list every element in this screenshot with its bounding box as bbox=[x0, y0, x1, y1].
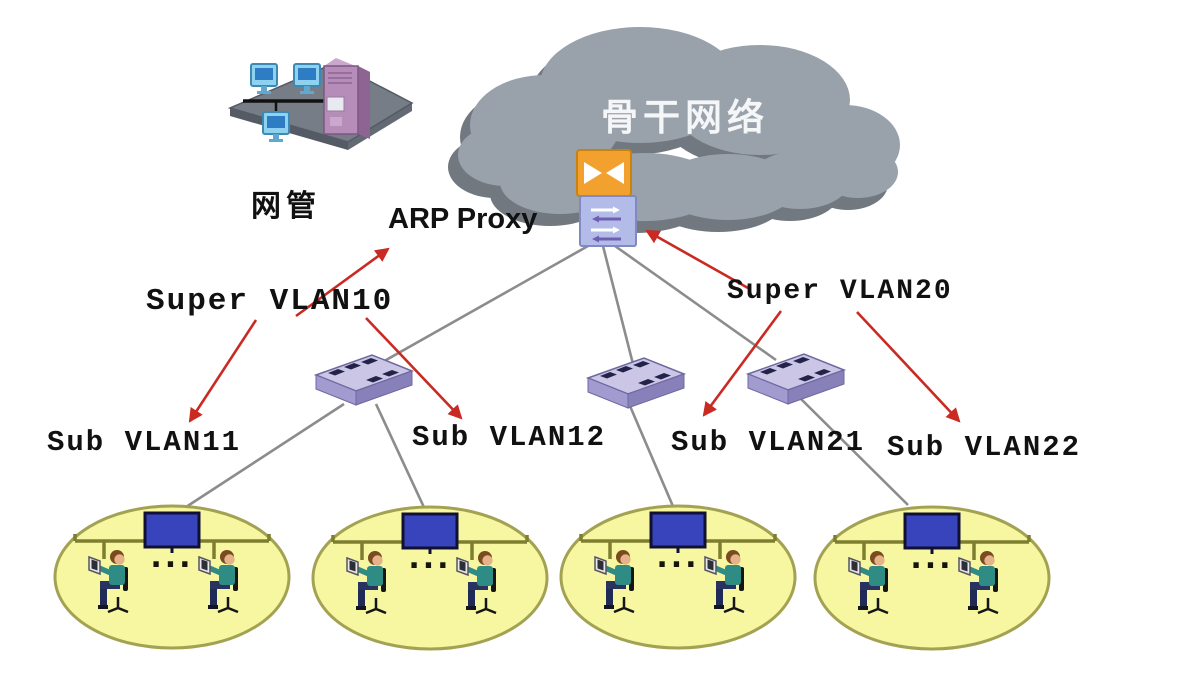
switch-glyphs bbox=[591, 206, 621, 243]
lan1-ellipsis: ... bbox=[150, 540, 194, 575]
link-switch2-lan3 bbox=[628, 405, 680, 519]
lan4-ellipsis: ... bbox=[910, 541, 954, 576]
arrow-sv20-to-router bbox=[645, 229, 749, 290]
lan3-ellipsis: ... bbox=[656, 540, 700, 575]
switch-1 bbox=[315, 354, 413, 406]
sub-vlan11-label: Sub VLAN11 bbox=[47, 426, 242, 459]
lan-segment-3 bbox=[561, 506, 795, 648]
sub-vlan12-label: Sub VLAN12 bbox=[412, 421, 607, 454]
platform-edge-right bbox=[348, 103, 412, 150]
arrow-sv10-to-arp-proxy bbox=[295, 247, 390, 318]
arrow-sv10-to-sub12 bbox=[365, 317, 463, 420]
vlan-annotation-arrows bbox=[188, 229, 961, 423]
lan-segment-2 bbox=[313, 507, 547, 649]
lan-segment-4 bbox=[815, 507, 1049, 649]
switch-3 bbox=[747, 353, 845, 405]
link-switch3-lan4 bbox=[799, 397, 909, 506]
arrow-sv20-to-sub22 bbox=[856, 311, 961, 423]
sub-vlan22-label: Sub VLAN22 bbox=[887, 431, 1082, 464]
network-management-label: 网管 bbox=[251, 189, 321, 224]
link-router-switch-1 bbox=[371, 244, 589, 370]
router-x-glyph bbox=[584, 162, 602, 184]
arrow-sv20-to-sub21 bbox=[702, 310, 783, 417]
link-router-switch-2 bbox=[601, 245, 636, 369]
super-vlan10-label: Super VLAN10 bbox=[146, 284, 394, 319]
station-pc-3 bbox=[262, 111, 290, 143]
super-vlan20-label: Super VLAN20 bbox=[727, 276, 953, 307]
switch-2 bbox=[587, 357, 685, 409]
management-station bbox=[227, 58, 414, 150]
router-x-glyph bbox=[606, 162, 624, 184]
arp-proxy-router bbox=[576, 149, 637, 247]
station-server-tower bbox=[323, 58, 370, 139]
link-switch1-lan1 bbox=[185, 402, 345, 509]
network-links bbox=[185, 244, 909, 519]
lan2-ellipsis: ... bbox=[408, 541, 452, 576]
arp-proxy-label: ARP Proxy bbox=[388, 203, 538, 235]
lan-segment-1 bbox=[55, 506, 289, 648]
sub-vlan21-label: Sub VLAN21 bbox=[671, 426, 866, 459]
link-switch1-lan2 bbox=[374, 403, 430, 517]
link-router-switch-3 bbox=[614, 244, 777, 362]
backbone-network-label: 骨干网络 bbox=[601, 96, 769, 139]
arrow-sv10-to-sub11 bbox=[188, 319, 258, 423]
